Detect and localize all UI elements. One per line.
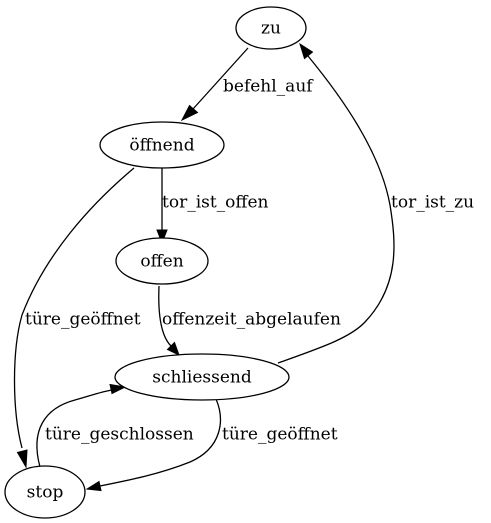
state-oeffnend: öffnend — [99, 121, 225, 169]
edge-label-tuere-geschlossen: türe_geschlossen — [45, 425, 194, 445]
state-schliessend: schliessend — [114, 353, 290, 401]
edge-label-offenzeit-abgelaufen: offenzeit_abgelaufen — [162, 310, 341, 330]
edge-oeffnend-to-stop — [13, 167, 135, 469]
edge-label-befehl-auf: befehl_auf — [223, 77, 314, 97]
state-zu: zu — [235, 6, 307, 50]
edge-schliessend-to-zu — [277, 42, 395, 364]
state-offen: offen — [115, 237, 209, 285]
state-label-oeffnend: öffnend — [129, 136, 194, 156]
edge-label-tor-ist-zu: tor_ist_zu — [391, 193, 474, 213]
state-label-stop: stop — [27, 483, 64, 503]
state-label-schliessend: schliessend — [152, 368, 252, 388]
state-label-zu: zu — [261, 19, 281, 39]
edge-label-tuere-geoeffnet-1: türe_geöffnet — [25, 310, 141, 330]
state-stop: stop — [4, 465, 86, 519]
edge-stop-to-schliessend — [36, 383, 127, 468]
state-label-offen: offen — [140, 252, 183, 272]
edge-zu-to-oeffnend — [180, 47, 249, 122]
edge-label-tor-ist-offen: tor_ist_offen — [162, 193, 269, 213]
edge-offen-to-schliessend — [158, 285, 180, 356]
edge-schliessend-to-stop — [85, 398, 222, 492]
edge-oeffnend-to-offen — [156, 168, 168, 245]
edge-label-tuere-geoeffnet-2: türe_geöffnet — [222, 425, 338, 445]
